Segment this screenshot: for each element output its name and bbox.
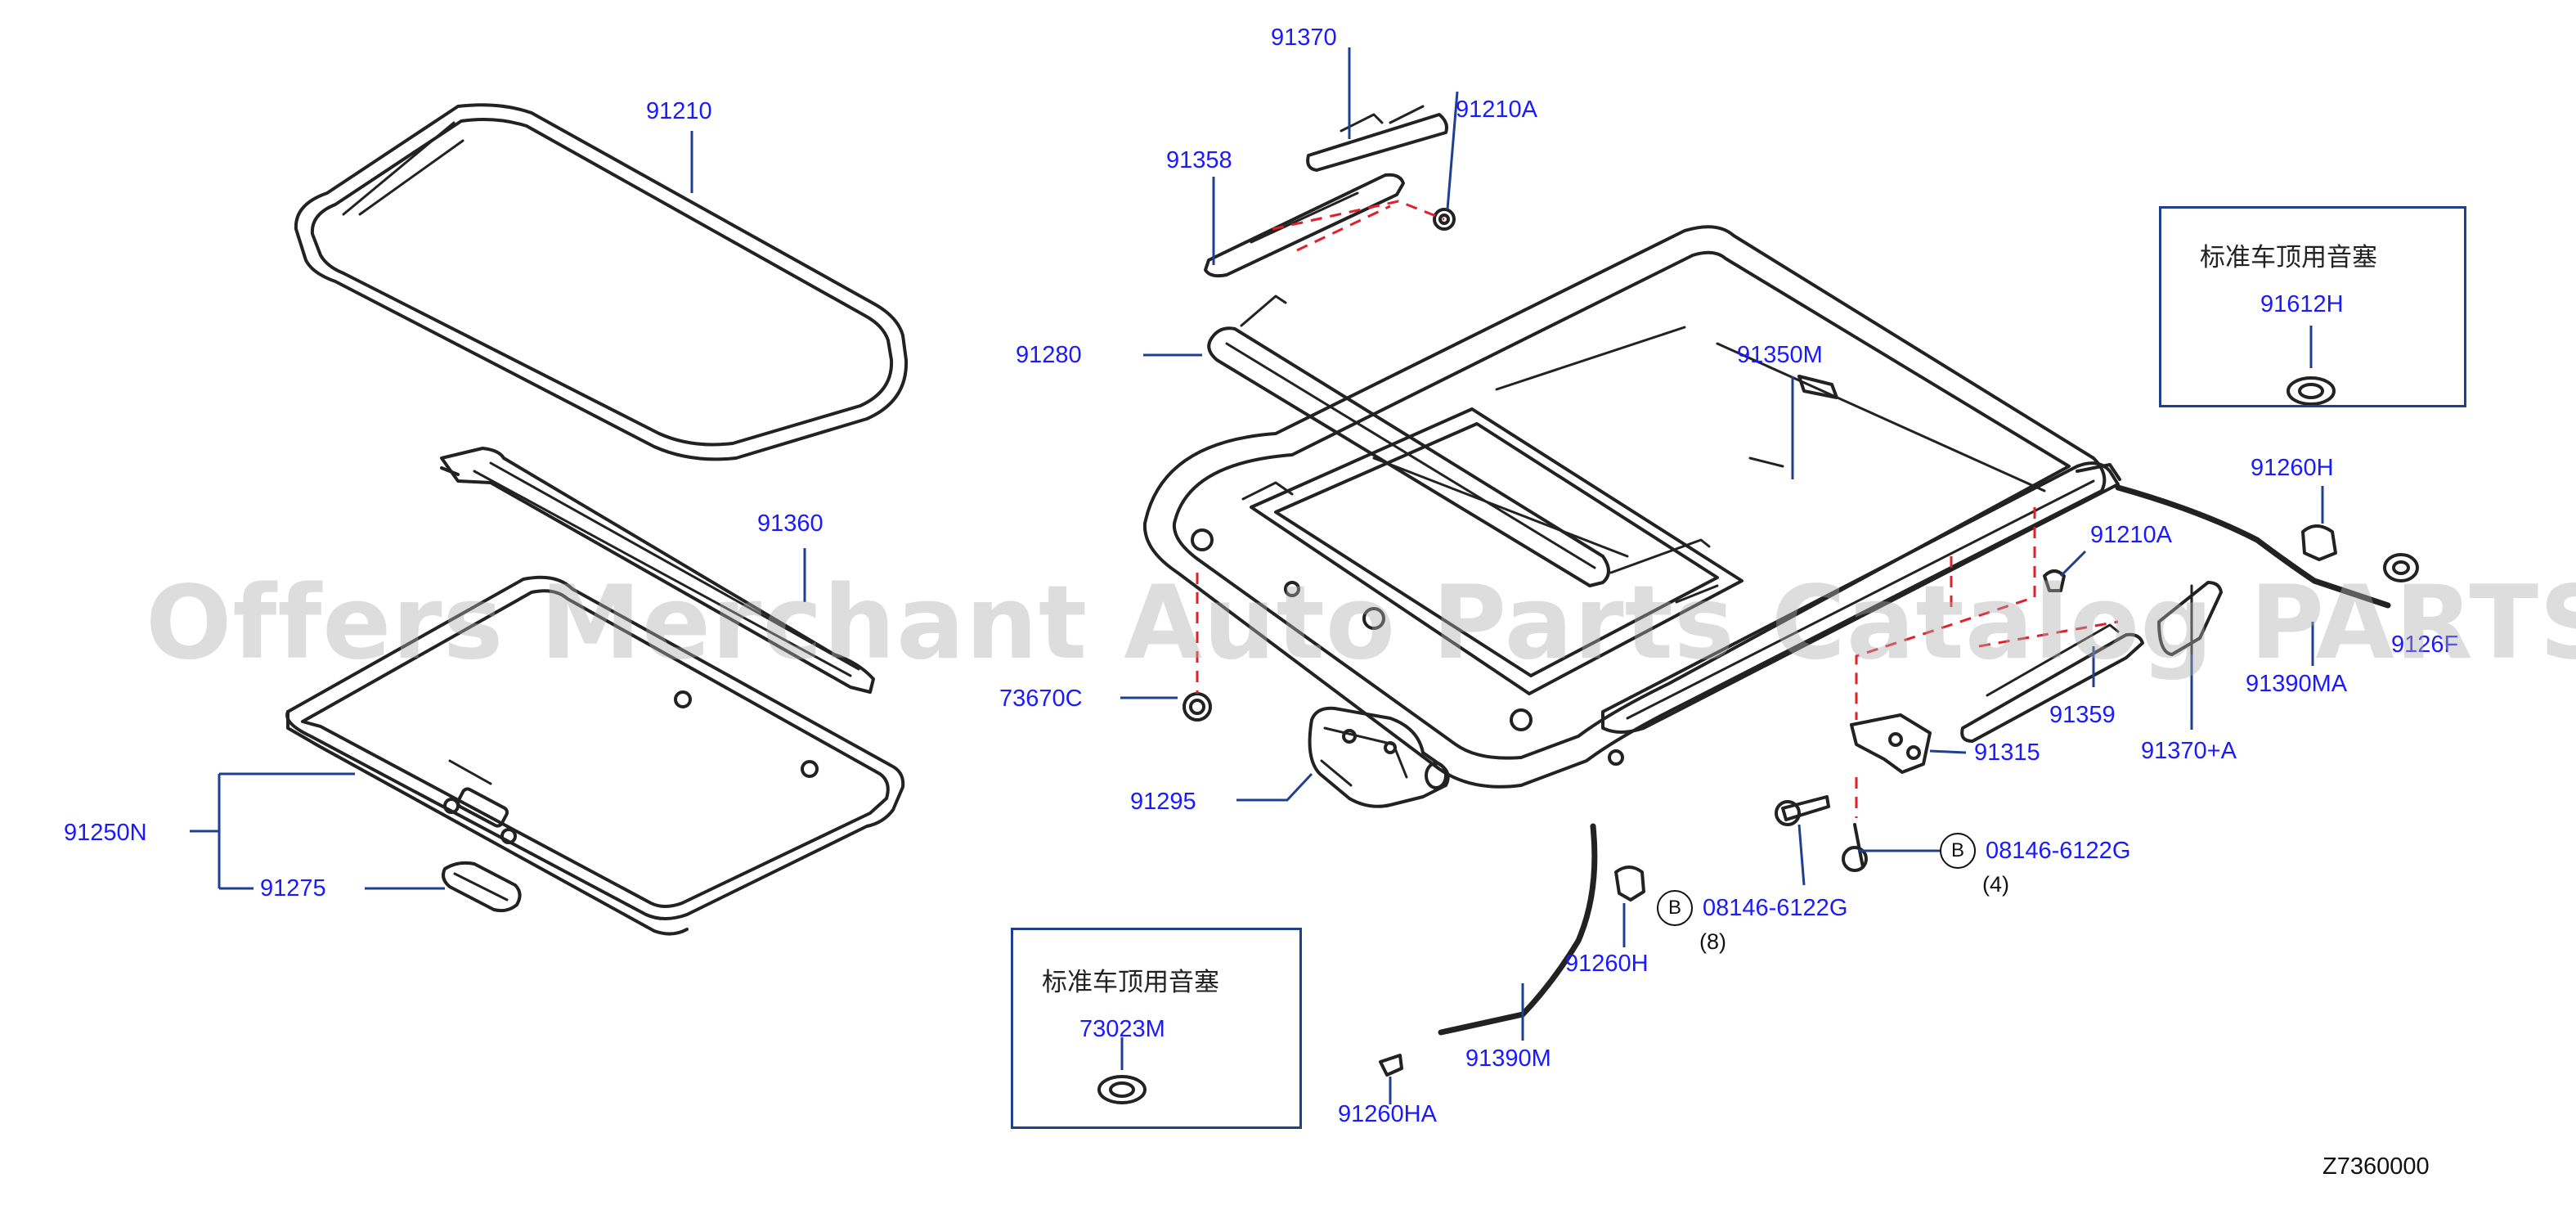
dashed-lines <box>1196 200 2119 818</box>
label-91359[interactable]: 91359 <box>2049 702 2116 728</box>
label-91250n[interactable]: 91250N <box>64 820 147 846</box>
b-circle-right: B <box>1940 833 1976 869</box>
qty-mid: (8) <box>1699 929 1726 954</box>
label-91260h-mid[interactable]: 91260H <box>1565 951 1649 977</box>
main-frame-drawing <box>1142 225 2107 789</box>
right-rail-drawing <box>1601 461 2121 734</box>
label-73670c[interactable]: 73670C <box>999 686 1083 712</box>
label-91360[interactable]: 91360 <box>757 510 824 537</box>
note-box-left <box>1011 928 1302 1129</box>
label-08146-mid[interactable]: 08146-6122G <box>1703 895 1848 921</box>
sunshade-drawing <box>285 575 905 936</box>
note-box-right <box>2159 206 2466 407</box>
handle-drawing <box>442 861 522 913</box>
label-91370[interactable]: 91370 <box>1271 25 1337 51</box>
label-91370-a[interactable]: 91370+A <box>2141 738 2237 764</box>
deflector-drawing <box>440 447 875 694</box>
qty-right: (4) <box>1982 872 2009 897</box>
label-91390ma[interactable]: 91390MA <box>2246 671 2348 697</box>
right-slides-drawing <box>1960 581 2223 743</box>
label-91390m[interactable]: 91390M <box>1465 1045 1551 1072</box>
label-91295[interactable]: 91295 <box>1130 789 1196 815</box>
label-73023m[interactable]: 73023M <box>1079 1016 1165 1042</box>
leader-lines <box>190 47 2324 1104</box>
label-08146-right[interactable]: 08146-6122G <box>1986 838 2131 864</box>
hardware-drawing <box>1097 376 2419 1104</box>
label-91210a-top[interactable]: 91210A <box>1456 97 1537 123</box>
bar-drawing <box>1207 295 1711 587</box>
label-91260ha[interactable]: 91260HA <box>1338 1101 1437 1127</box>
label-91280[interactable]: 91280 <box>1016 342 1082 368</box>
label-91358[interactable]: 91358 <box>1166 147 1232 173</box>
note-title-left: 标准车顶用音塞 <box>1042 968 1219 997</box>
motor-drawing <box>1308 706 1450 808</box>
glass-panel-drawing <box>294 103 909 461</box>
bracket-drawing <box>1850 713 1932 774</box>
label-91210a-right[interactable]: 91210A <box>2090 522 2172 548</box>
label-91350m[interactable]: 91350M <box>1737 342 1823 368</box>
note-title-right: 标准车顶用音塞 <box>2200 243 2377 272</box>
b-circle-mid: B <box>1657 890 1693 926</box>
label-91260h-right[interactable]: 91260H <box>2251 455 2334 481</box>
label-91210[interactable]: 91210 <box>646 98 712 124</box>
top-rail-drawing <box>1204 105 1456 278</box>
label-91275[interactable]: 91275 <box>260 875 326 902</box>
diagram-code: Z7360000 <box>2322 1153 2430 1180</box>
label-91315[interactable]: 91315 <box>1974 740 2040 766</box>
drain-hose-drawing <box>1438 484 2391 1036</box>
label-9126f[interactable]: 9126F <box>2391 632 2459 658</box>
label-91612h[interactable]: 91612H <box>2260 291 2344 317</box>
